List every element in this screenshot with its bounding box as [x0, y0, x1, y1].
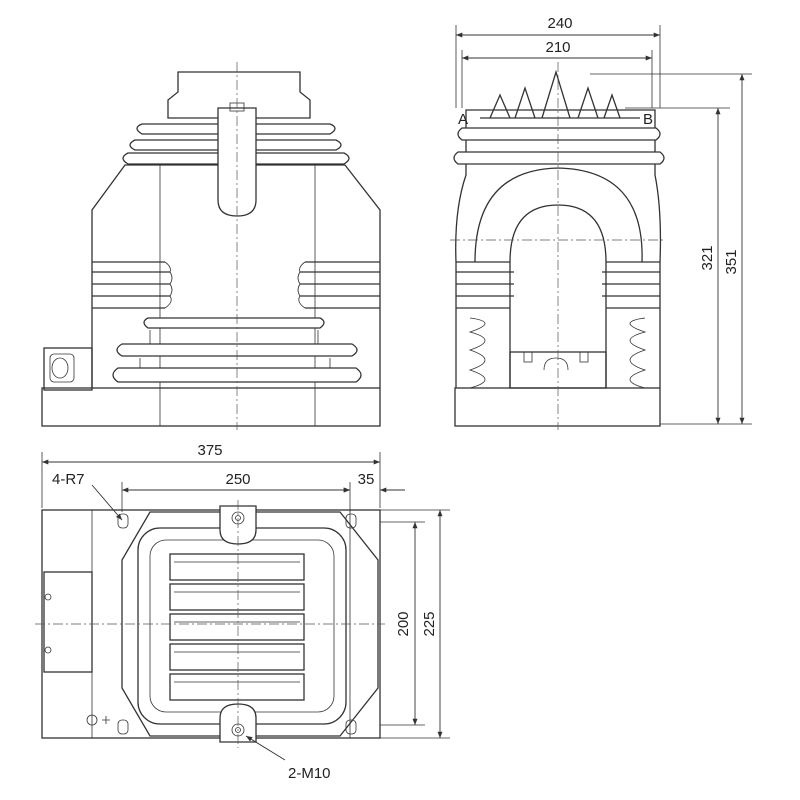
plan-louvers [169, 553, 305, 701]
dim-35-label: 35 [358, 471, 375, 488]
plan-view [35, 500, 385, 748]
dim-321-label: 321 [699, 245, 716, 270]
dim-250-label: 250 [225, 471, 250, 488]
front-fins-left [92, 261, 173, 309]
corner-slot-tr [345, 513, 357, 529]
front-fins-right [297, 261, 380, 309]
plan-body [121, 511, 379, 737]
side-fins-right [602, 261, 660, 309]
front-terminal-box [43, 347, 93, 391]
front-view [41, 62, 381, 430]
front-base [41, 387, 381, 427]
leader-mounting-bolts [245, 735, 286, 761]
side-top-crown [453, 69, 665, 165]
corner-radius-label: 4-R7 [52, 471, 85, 488]
side-base [454, 387, 661, 427]
dim-351-label: 351 [723, 249, 740, 274]
corner-slot-tl [117, 513, 129, 529]
terminal-a-label: A [458, 111, 468, 128]
dim-225-label: 225 [421, 611, 438, 636]
dim-200-label: 200 [395, 611, 412, 636]
callouts: 4-R7 2-M10 [52, 471, 331, 782]
leader-corner-radius [91, 484, 123, 521]
terminal-b-label: B [643, 111, 653, 128]
dimensions: 240 210 321 351 375 250 35 200 [41, 15, 752, 739]
dim-240-label: 240 [547, 15, 572, 32]
plan-inner-frame [137, 527, 347, 725]
side-inner-arch [509, 204, 607, 263]
side-body [455, 109, 662, 388]
mounting-bolts-label: 2-M10 [288, 765, 331, 782]
dim-210-label: 210 [545, 39, 570, 56]
corner-slot-br [345, 719, 357, 735]
side-fins-left [456, 261, 514, 309]
front-lower-sheds [112, 317, 362, 383]
side-outer-arch [474, 167, 643, 263]
ground-icon [86, 714, 98, 726]
dim-375-label: 375 [197, 442, 222, 459]
corner-slot-bl [117, 719, 129, 735]
plan-terminal-box [43, 571, 93, 673]
side-view: A B [450, 62, 665, 430]
